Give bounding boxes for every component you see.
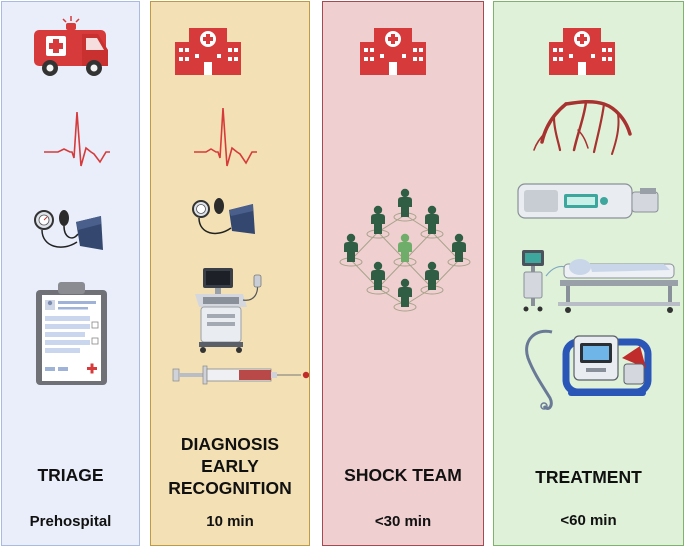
ultrasound-machine-icon	[195, 268, 261, 353]
hospital-icon	[175, 28, 241, 75]
shock-team-time: <30 min	[323, 513, 483, 530]
ecmo-device-icon	[527, 331, 648, 409]
panel-triage: TRIAGE Prehospital	[1, 1, 140, 546]
team-member-figure	[367, 206, 389, 238]
team-member-figure	[367, 262, 389, 294]
treatment-time: <60 min	[494, 512, 683, 529]
team-leader-figure	[394, 234, 416, 266]
icu-bed-icon	[522, 250, 680, 313]
hospital-icon	[549, 28, 615, 75]
ambulance-icon	[34, 16, 108, 76]
diagnosis-time: 10 min	[151, 513, 309, 530]
syringe-icon	[173, 366, 309, 384]
panel-diagnosis: DIAGNOSIS EARLY RECOGNITION 10 min	[150, 1, 310, 546]
blood-pressure-cuff-icon	[35, 210, 103, 250]
coronary-arteries-icon	[534, 102, 630, 154]
team-network-icon	[340, 189, 470, 311]
team-member-figure	[340, 234, 362, 266]
team-member-figure	[421, 206, 443, 238]
diagnosis-title: DIAGNOSIS EARLY RECOGNITION	[151, 433, 309, 499]
ecg-icon	[44, 112, 110, 166]
treatment-title: TREATMENT	[494, 466, 683, 488]
team-member-figure	[448, 234, 470, 266]
team-member-figure	[394, 279, 416, 311]
infusion-pump-icon	[518, 184, 658, 218]
hospital-icon	[360, 28, 426, 75]
blood-pressure-cuff-icon	[193, 198, 255, 234]
treatment-illustrations	[494, 2, 684, 546]
panel-shock-team: SHOCK TEAM <30 min	[322, 1, 484, 546]
triage-time: Prehospital	[2, 513, 139, 530]
triage-title: TRIAGE	[2, 464, 139, 486]
ecg-icon	[194, 108, 257, 166]
panel-treatment: TREATMENT <60 min	[493, 1, 684, 546]
team-member-figure	[421, 262, 443, 294]
shock-team-title: SHOCK TEAM	[323, 464, 483, 486]
team-member-figure	[394, 189, 416, 221]
clipboard-icon	[36, 282, 107, 385]
